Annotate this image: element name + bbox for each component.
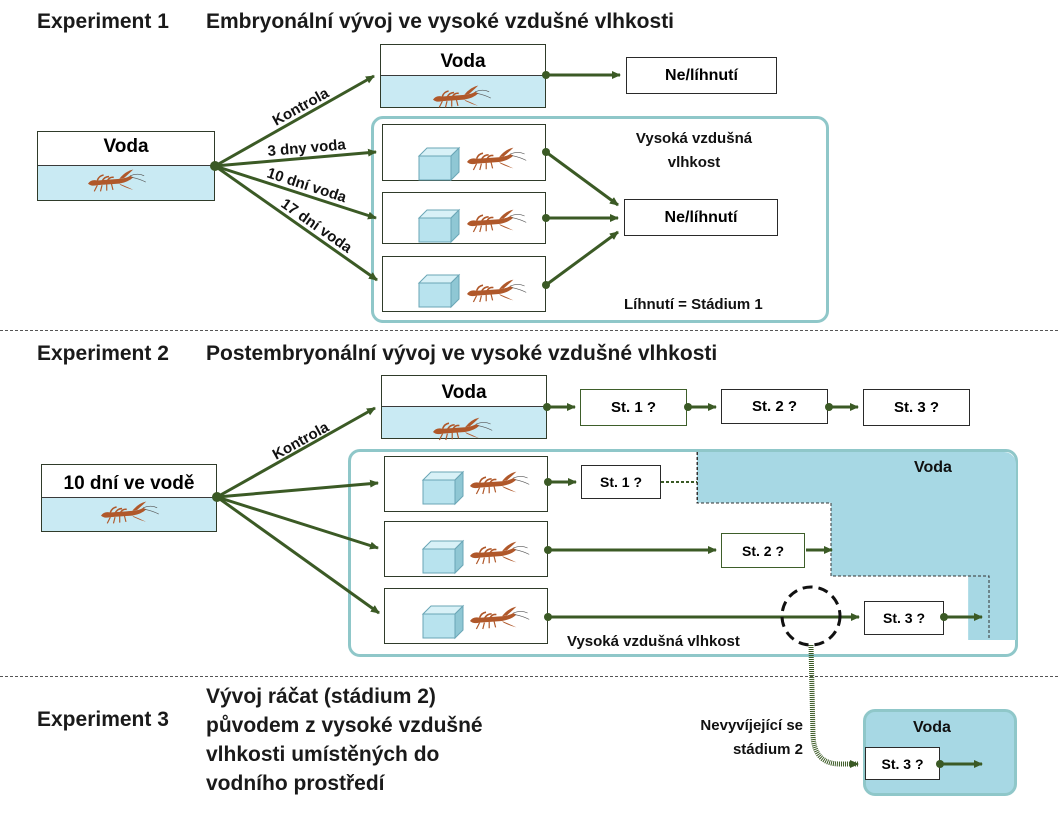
exp3-transfer-arrow bbox=[808, 644, 859, 768]
exp1-arrow-17days bbox=[214, 164, 378, 282]
exp1-control-result: Ne/líhnutí bbox=[626, 57, 777, 94]
experiment2-title: Postembryonální vývoj ve vysoké vzdušné … bbox=[206, 342, 718, 365]
experiment3-title-line: Vývoj ráčat (stádium 2) bbox=[206, 685, 436, 708]
crayfish-icon bbox=[467, 147, 527, 171]
exp2-humid-box-1 bbox=[384, 456, 548, 512]
exp3-side-note: Nevyvíjející se stádium 2 bbox=[655, 714, 803, 762]
exp2-humid-stage-2: St. 2 ? bbox=[721, 533, 805, 568]
section-divider bbox=[0, 330, 1058, 331]
crayfish-icon bbox=[470, 471, 530, 495]
experiment1-label: Experiment 1 bbox=[37, 10, 169, 33]
exp2-humid-stage-1: St. 1 ? bbox=[581, 465, 661, 499]
exp3-water-box bbox=[863, 709, 1017, 796]
exp1-panel-note: Líhnutí = Stádium 1 bbox=[624, 296, 763, 313]
experiment3-title: Vývoj ráčat (stádium 2) původem z vysoké… bbox=[206, 682, 483, 798]
exp2-humid-box-2 bbox=[384, 521, 548, 577]
exp2-control-stage-2: St. 2 ? bbox=[721, 389, 828, 424]
exp1-humid-result: Ne/líhnutí bbox=[624, 199, 778, 236]
exp2-source-label: 10 dní ve vodě bbox=[63, 473, 195, 494]
experiment3-label: Experiment 3 bbox=[37, 708, 169, 731]
exp1-control-tank: Voda bbox=[380, 44, 546, 108]
exp3-side-note-line: stádium 2 bbox=[732, 741, 803, 758]
experiment3-title-line: vodního prostředí bbox=[206, 772, 385, 795]
ice-cube-icon bbox=[421, 470, 465, 506]
exp2-panel-note: Vysoká vzdušná vlhkost bbox=[567, 633, 740, 650]
crayfish-icon bbox=[467, 279, 527, 303]
exp2-water-zone-label: Voda bbox=[914, 459, 952, 476]
exp3-water-box-label: Voda bbox=[913, 719, 951, 736]
exp3-side-note-line: Nevyvíjející se bbox=[700, 717, 803, 734]
ice-cube-icon bbox=[417, 273, 461, 309]
exp2-humid-stage-3: St. 3 ? bbox=[864, 601, 944, 635]
crayfish-icon bbox=[467, 209, 527, 233]
ice-cube-icon bbox=[417, 208, 461, 244]
exp1-branch-arrows bbox=[214, 71, 621, 287]
crayfish-icon bbox=[433, 85, 491, 108]
section-divider bbox=[0, 676, 1058, 677]
exp1-arrow-3days bbox=[214, 148, 377, 168]
experiment3-title-line: vlhkosti umístěných do bbox=[206, 743, 440, 766]
ice-cube-icon bbox=[421, 604, 465, 640]
crayfish-icon bbox=[470, 606, 530, 630]
exp3-stage: St. 3 ? bbox=[865, 747, 940, 780]
exp2-branch-arrows bbox=[216, 403, 983, 621]
ice-cube-icon bbox=[421, 539, 465, 575]
exp1-branch-label-3days: 3 dny voda bbox=[267, 136, 347, 160]
experiment3-title-line: původem z vysoké vzdušné bbox=[206, 714, 483, 737]
exp2-control-tank: Voda bbox=[381, 375, 547, 439]
crayfish-icon bbox=[101, 501, 159, 524]
exp1-arrow-control bbox=[214, 74, 375, 168]
exp1-control-tank-label: Voda bbox=[440, 51, 486, 72]
exp1-humidity-panel bbox=[371, 116, 829, 323]
exp1-panel-title: Vysoká vzdušná vlhkost bbox=[635, 130, 753, 171]
exp1-humid-box-2 bbox=[382, 192, 546, 244]
exp1-source-label: Voda bbox=[103, 136, 149, 157]
exp1-humid-box-3 bbox=[382, 256, 546, 312]
experiment2-label: Experiment 2 bbox=[37, 342, 169, 365]
crayfish-icon bbox=[470, 541, 530, 565]
exp2-humidity-panel bbox=[348, 449, 1018, 657]
exp2-control-tank-label: Voda bbox=[441, 382, 487, 403]
exp2-control-stage-3: St. 3 ? bbox=[863, 389, 970, 426]
crayfish-icon bbox=[88, 169, 146, 192]
exp2-selection-circle bbox=[780, 585, 842, 647]
exp2-control-stage-1: St. 1 ? bbox=[580, 389, 687, 426]
experiment1-title: Embryonální vývoj ve vysoké vzdušné vlhk… bbox=[206, 10, 675, 33]
crayfish-icon bbox=[433, 417, 493, 441]
exp1-source-tank: Voda bbox=[37, 131, 215, 201]
exp1-arrow-10days bbox=[214, 164, 377, 220]
ice-cube-icon bbox=[417, 146, 461, 182]
exp2-source-tank: 10 dní ve vodě bbox=[41, 464, 217, 532]
